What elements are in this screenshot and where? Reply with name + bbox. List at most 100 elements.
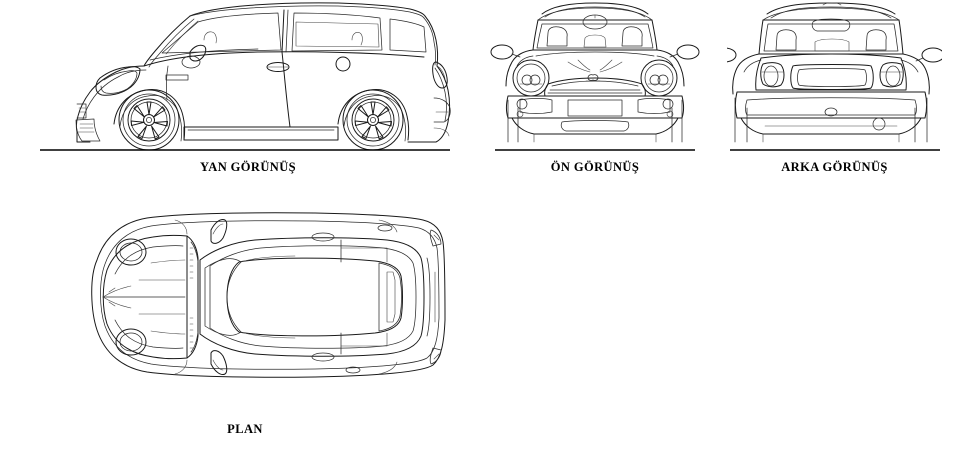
windshield-glass — [537, 24, 653, 48]
a-pillar-plan-upper — [241, 256, 295, 262]
rear-hatch-upper-inner — [424, 18, 436, 65]
plan-outer-body — [92, 213, 445, 378]
roof-drip-rail — [538, 8, 652, 20]
plan-left-tail-lamp — [430, 230, 441, 246]
bonnet-crease-left — [568, 62, 590, 72]
rear-tire-inner — [347, 94, 399, 146]
left-headlight-bulb-a — [522, 75, 532, 85]
rear-fender-arch — [338, 90, 409, 140]
bonnet-rear-edge-lower — [115, 320, 183, 348]
rear-bumper-insert — [746, 98, 917, 115]
bonnet-panel — [103, 235, 187, 358]
a-pillar-inner — [149, 19, 194, 67]
cowl-vent-slots-upper — [190, 248, 193, 278]
front-fender-arch-inner — [120, 95, 182, 141]
plan-rear-hatch-seam — [427, 258, 430, 336]
plan-left-tail-lamp-line — [434, 235, 439, 240]
rear-view-right-mirror — [922, 48, 942, 62]
bonnet-front-edge — [115, 246, 183, 274]
rear-left-shoulder — [733, 54, 759, 94]
bonnet-vee-lower — [103, 297, 131, 308]
rear-hatch-upper — [425, 16, 438, 66]
rear-hub-center — [370, 117, 375, 122]
plan-left-quarter-seam — [341, 248, 387, 262]
plan-right-mirror — [211, 351, 227, 375]
exhaust-outlet — [873, 118, 885, 130]
plan-left-door-handle — [312, 233, 334, 241]
side-mirror — [190, 45, 206, 61]
rear-bumper-badge — [825, 108, 837, 116]
front-valance — [512, 118, 678, 134]
plan-right-tail-lamp — [430, 348, 441, 364]
plan-rear-right-arch — [379, 362, 397, 374]
license-plate-recess — [791, 65, 874, 90]
right-mirror-arm — [670, 54, 678, 57]
front-left-shoulder — [506, 50, 533, 86]
bumper-vents — [80, 124, 93, 128]
roof-inner-line — [190, 6, 424, 18]
left-tail-light — [761, 63, 784, 87]
rear-quarter-window — [292, 13, 382, 51]
plan-left-mirror — [211, 219, 227, 243]
passenger-seat — [622, 27, 642, 46]
driver-seat — [547, 27, 567, 46]
bonnet-shut-upper — [151, 260, 185, 263]
plan-right-headlight — [116, 329, 146, 355]
license-plate-rear — [798, 69, 867, 87]
cowl-lower — [191, 332, 198, 352]
plan-body-inner — [101, 221, 440, 370]
door-handle — [267, 63, 289, 72]
front-right-shoulder — [657, 50, 684, 86]
left-mirror — [491, 45, 513, 59]
tailgate-panel — [756, 54, 907, 90]
label-front-view: ÖN GÖRÜNÜŞ — [550, 160, 640, 174]
front-wheel-spokes — [131, 102, 167, 139]
side-mirror-base — [182, 56, 200, 68]
right-tail-light — [880, 63, 903, 87]
a-pillar — [144, 16, 190, 66]
side-marker-light — [166, 75, 188, 80]
roof-front — [542, 3, 648, 14]
bonnet-shut-lower — [151, 331, 185, 334]
right-fog-lamp — [663, 99, 673, 109]
left-indicator — [517, 111, 523, 117]
rear-window-glass — [296, 22, 379, 47]
rear-wheel-spokes — [355, 102, 391, 139]
rocker-panel — [184, 127, 338, 140]
rear-rim-outer — [352, 99, 394, 141]
rear-right-shoulder — [903, 54, 929, 94]
b-pillar — [282, 10, 284, 52]
rear-view-drawing — [727, 0, 942, 155]
tail-light — [433, 62, 448, 88]
front-bumper-front — [507, 96, 684, 118]
cowl-panel — [187, 236, 198, 358]
front-view-drawing — [490, 0, 700, 155]
greenhouse-inner — [210, 246, 416, 349]
plan-roof-aerial — [378, 225, 392, 231]
b-pillar-inner — [286, 10, 288, 52]
cowl-vent-slots-lower — [190, 318, 193, 348]
roof-rear-inner — [771, 7, 891, 18]
rear-window-frame — [759, 20, 903, 54]
right-tail-light-inner — [886, 66, 900, 86]
left-headlight-bulb-b — [530, 75, 540, 85]
view-side-elevation: YAN GÖRÜNÜŞ — [38, 0, 458, 174]
view-plan: PLAN — [35, 200, 455, 436]
right-headlight-inner — [645, 64, 673, 92]
bonnet-arrow-b — [109, 302, 115, 306]
side-view-drawing — [38, 0, 458, 155]
bonnet-crease-left2 — [578, 60, 590, 70]
front-door-front-edge — [166, 66, 168, 100]
bonnet-vee-upper — [103, 286, 131, 297]
plan-left-mirror-glass — [213, 224, 223, 234]
left-shoulder-inner — [517, 56, 533, 66]
left-fog-lamp — [517, 99, 527, 109]
front-seat-headrest — [204, 32, 216, 43]
front-rim-outer — [128, 99, 170, 141]
bonnet-crease-right — [600, 62, 622, 72]
license-plate-front — [568, 100, 622, 116]
label-plan-view: PLAN — [227, 422, 263, 436]
left-mirror-arm — [512, 54, 520, 57]
greenhouse-outline — [200, 238, 424, 357]
bonnet-edge — [536, 52, 654, 56]
